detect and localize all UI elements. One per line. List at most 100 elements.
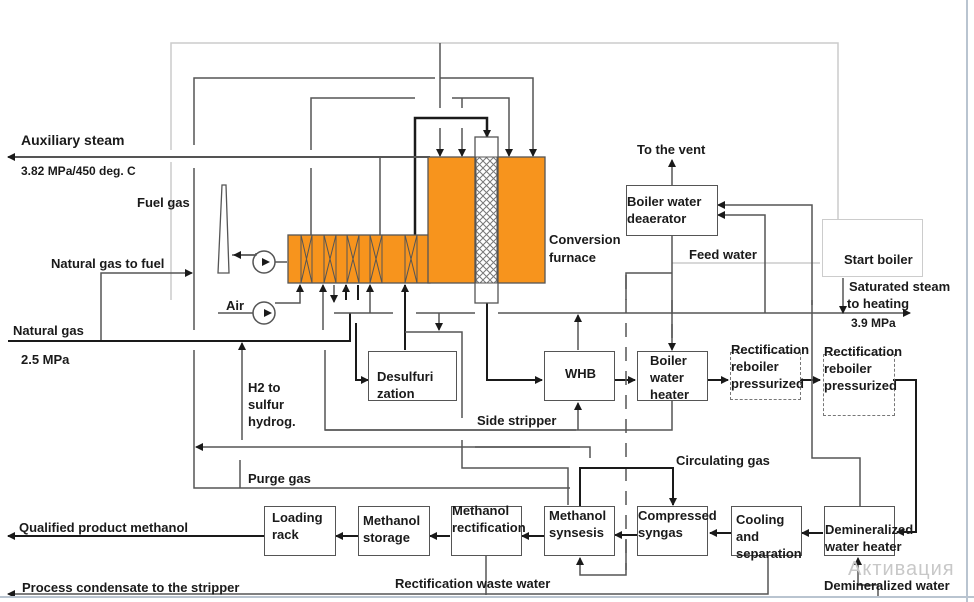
loading-rack-label-1: Loading	[272, 510, 323, 525]
saturated-steam-label-1: Saturated steam	[849, 279, 951, 294]
synthesis-label-2: synsesis	[549, 525, 604, 540]
start-boiler-unit[interactable]: Start boiler	[822, 219, 923, 277]
h2-label-line3: hydrog.	[248, 414, 296, 429]
natural-gas-label: Natural gas	[13, 323, 84, 338]
cooling-label-3: separation	[736, 546, 802, 561]
deaerator-label-2: deaerator	[627, 211, 687, 226]
demin-water-in	[854, 557, 879, 596]
loading-rack-label-2: rack	[272, 527, 299, 542]
reboiler2-label-3: pressurized	[824, 378, 897, 393]
storage-label-2: storage	[363, 530, 410, 545]
desulfurization-label-2: zation	[377, 386, 415, 401]
window-right-border	[966, 0, 968, 602]
rectification-label-2: rectification	[452, 520, 526, 535]
deaerator-label-1: Boiler water	[627, 194, 702, 209]
natural-gas-main-line	[8, 313, 351, 342]
side-stripper-line	[325, 400, 673, 431]
h2-label-line2: sulfur	[248, 397, 285, 412]
feed-water-label: Feed water	[689, 247, 757, 262]
catalyst-bed	[475, 156, 498, 284]
bwh-label-3: heater	[650, 387, 690, 402]
cooling-label-1: Cooling	[736, 512, 785, 527]
bwh-label-2: water	[650, 370, 684, 385]
rectification-label-1: Methanol	[452, 503, 510, 518]
thick-feed-to-reactor	[413, 116, 491, 280]
saturated-steam-pressure: 3.9 MPa	[851, 316, 896, 330]
synthesis-label-1: Methanol	[549, 508, 607, 523]
air-to-furnace	[275, 284, 304, 304]
purge-loop-2	[475, 446, 591, 458]
stack-icon	[217, 184, 230, 274]
conversion-furnace-label-1: Conversion	[549, 232, 621, 247]
air-label: Air	[226, 298, 245, 313]
reboiler2-label-2: reboiler	[824, 361, 872, 376]
demineralized-water-label: Demineralized water	[824, 578, 950, 593]
fuel-gas-label: Fuel gas	[137, 195, 190, 210]
outer-light-loop	[170, 42, 839, 222]
to-the-vent-label: To the vent	[637, 142, 706, 157]
auxiliary-steam-label: Auxiliary steam	[21, 132, 125, 148]
rectification-waste-water-label: Rectification waste water	[395, 576, 551, 591]
storage-label-1: Methanol	[363, 513, 421, 528]
desulfurization-unit[interactable]: Desulfuri zation	[368, 351, 457, 401]
feed-return-1	[717, 201, 813, 305]
methanol-rectification-unit[interactable]: Methanol rectification	[451, 503, 526, 556]
natural-gas-pressure: 2.5 MPa	[21, 352, 70, 367]
left-vertical-line	[193, 168, 570, 489]
demineralized-water-heater-unit[interactable]: Demineralized water heater	[824, 506, 913, 556]
synthesis-bottom-loop	[576, 540, 627, 576]
demin-heater-label-1: Demineralized	[825, 522, 914, 537]
boiler-water-heater-unit[interactable]: Boiler water heater	[637, 351, 708, 402]
loading-rack-unit[interactable]: Loading rack	[264, 506, 336, 556]
process-condensate-label: Process condensate to the stripper	[22, 580, 240, 595]
natural-gas-to-fuel-label: Natural gas to fuel	[51, 256, 165, 271]
purge-gas-label: Purge gas	[248, 471, 311, 486]
reboiler1-label-2: reboiler	[731, 359, 779, 374]
circulating-gas-label: Circulating gas	[676, 453, 770, 468]
compressed-syngas-unit[interactable]: Compressed syngas	[637, 506, 717, 556]
whb-unit[interactable]: WHB	[544, 351, 615, 401]
top-feed-mid	[452, 97, 513, 157]
h2-label-line1: H2 to	[248, 380, 281, 395]
boiler-water-deaerator-unit[interactable]: Boiler water deaerator	[626, 185, 718, 236]
desulf-return	[405, 331, 463, 418]
circulating-gas-thick	[579, 467, 677, 507]
activation-watermark: Активация	[848, 558, 955, 580]
purge-loop-1	[461, 440, 569, 505]
syngas-label-2: syngas	[638, 525, 683, 540]
qualified-product-label: Qualified product methanol	[19, 520, 189, 535]
top-loop-line-1	[193, 77, 435, 145]
demin-heater-label-2: water heater	[825, 539, 902, 554]
reboiler-drop	[811, 300, 861, 507]
bwh-label-1: Boiler	[650, 353, 687, 368]
reboiler1-label-1: Rectification	[731, 342, 810, 357]
top-feed-right	[440, 77, 537, 157]
reactor-outlet-thick	[486, 303, 543, 384]
window-bottom-border	[0, 596, 974, 598]
cooling-separation-unit[interactable]: Cooling and separation	[731, 506, 802, 561]
rectification-reboiler-2[interactable]: Rectification reboiler pressurized	[823, 344, 902, 416]
conversion-furnace-label-2: furnace	[549, 250, 596, 265]
saturated-steam-label-2: to heating	[847, 296, 910, 311]
process-condensate-line	[7, 556, 769, 598]
rectification-reboiler-1[interactable]: Rectification reboiler pressurized	[730, 342, 809, 400]
side-stripper-label: Side stripper	[477, 413, 557, 428]
auxiliary-steam-spec: 3.82 MPa/450 deg. C	[21, 164, 136, 178]
start-boiler-label: Start boiler	[844, 252, 913, 267]
natural-gas-to-fuel-line	[100, 269, 193, 340]
furnace-top-line	[180, 156, 381, 235]
coil-bank	[300, 234, 418, 284]
syngas-label-1: Compressed	[638, 508, 717, 523]
deaerator-left	[625, 272, 672, 300]
reboiler-out-thick	[893, 379, 917, 536]
reboiler2-label-1: Rectification	[824, 344, 903, 359]
whb-label: WHB	[565, 366, 597, 381]
cooling-label-2: and	[736, 529, 760, 544]
feed-return-2	[717, 211, 766, 313]
methanol-storage-unit[interactable]: Methanol storage	[358, 506, 430, 556]
desulf-feed-thick	[355, 323, 369, 384]
methanol-synthesis-unit[interactable]: Methanol synsesis	[544, 506, 615, 556]
stack-inlet-line	[233, 251, 257, 259]
